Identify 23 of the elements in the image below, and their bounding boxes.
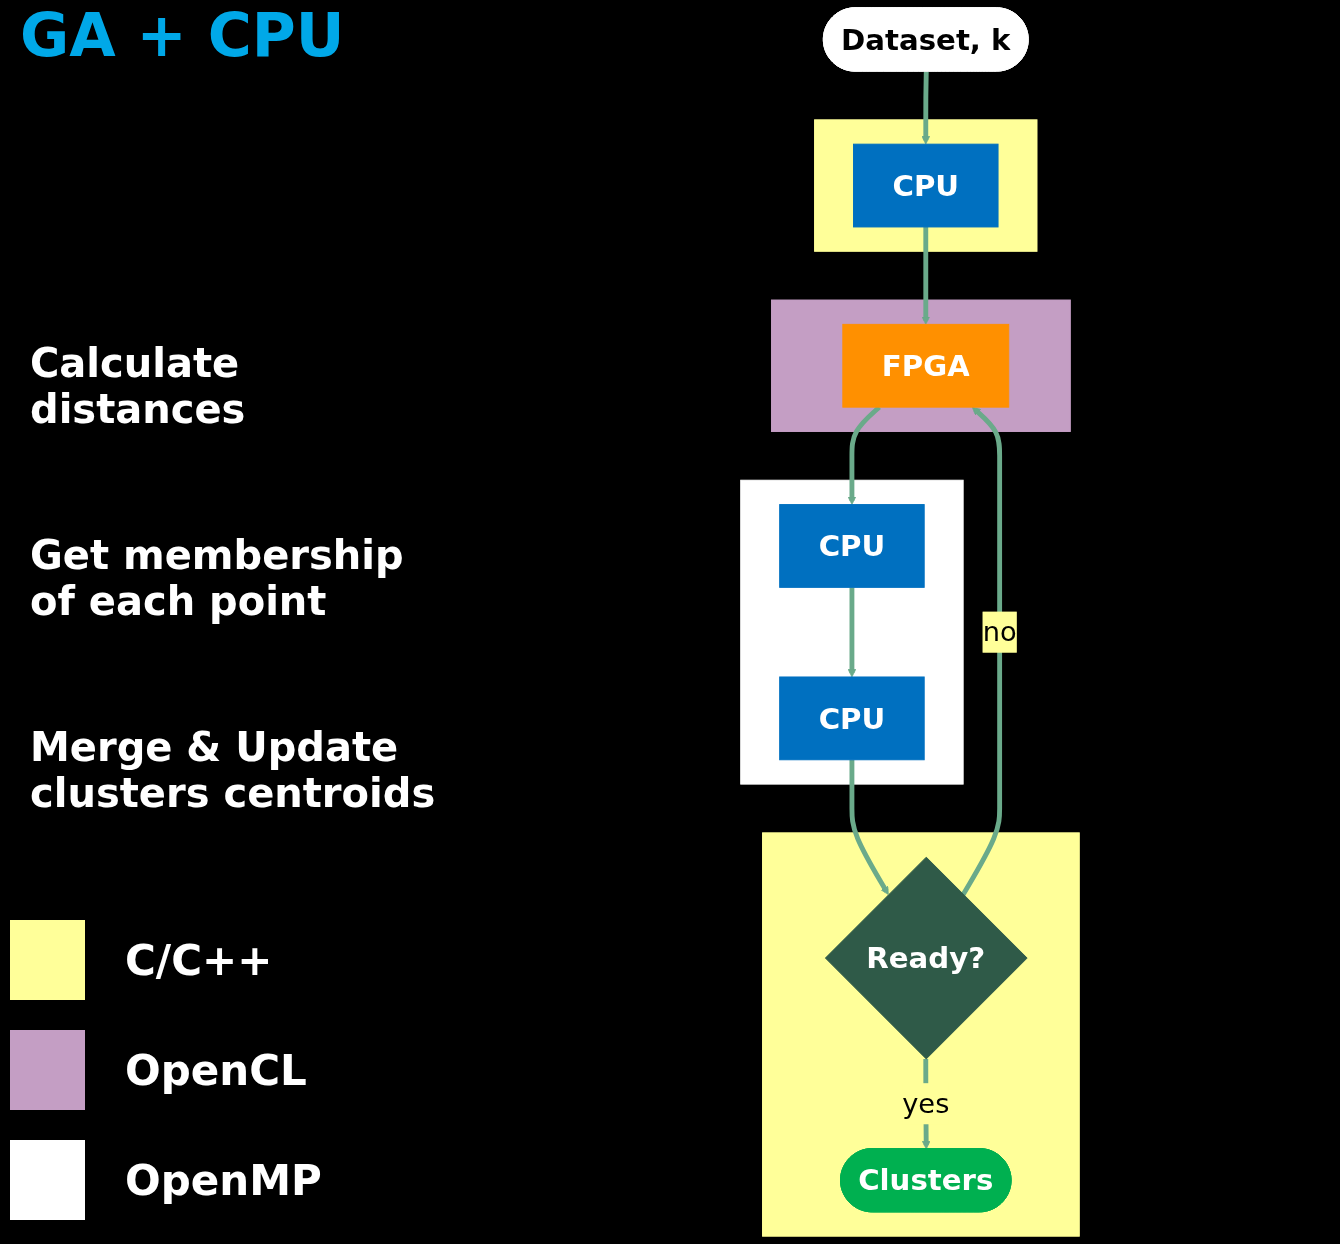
step-label: Merge & Update clusters centroids (30, 724, 437, 816)
cluster (740, 479, 964, 785)
edge-label: yes (902, 1087, 950, 1120)
node-box: FPGA (842, 323, 1010, 408)
arrow (849, 759, 889, 895)
legend-label: OpenMP (125, 1155, 322, 1205)
edge-label: no (982, 615, 1017, 648)
step-label: Calculate distances (30, 340, 247, 432)
node-diamond: Ready? (824, 856, 1028, 1060)
legend-label: OpenCL (125, 1045, 307, 1095)
legend-label: C/C++ (125, 935, 273, 985)
title: GA + CPU (20, 0, 345, 70)
arrow (921, 226, 931, 325)
arrow (847, 587, 857, 678)
cluster (762, 832, 1080, 1237)
arrow (961, 406, 1003, 896)
step-label: Get membership of each point (30, 532, 405, 624)
node-box: CPU (779, 676, 925, 761)
arrow (921, 71, 931, 145)
cluster (814, 119, 1038, 252)
node-box: CPU (779, 504, 925, 588)
node-box: CPU (853, 143, 999, 228)
cluster (771, 299, 1071, 432)
